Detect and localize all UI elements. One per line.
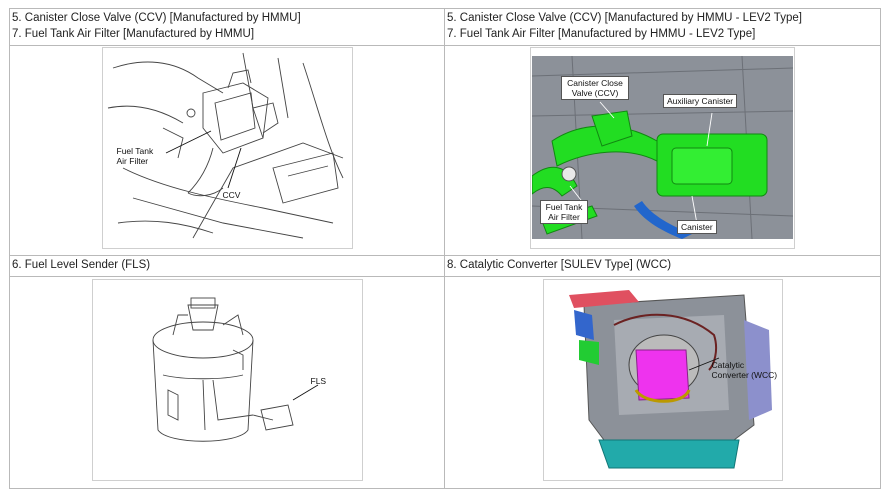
header-bottom-left: 6. Fuel Level Sender (FLS) — [9, 255, 445, 277]
header-top-left: 5. Canister Close Valve (CCV) [Manufactu… — [9, 8, 445, 46]
canister-label: Canister — [677, 220, 717, 234]
canister-photo: Canister Close Valve (CCV) Auxiliary Can… — [530, 47, 795, 249]
catalytic-converter-photo: Catalytic Converter (WCC) — [542, 279, 783, 481]
air-filter-lev2-title: 7. Fuel Tank Air Filter [Manufactured by… — [447, 28, 756, 40]
air-filter-label: Fuel Tank Air Filter — [116, 146, 154, 166]
ccv-line-drawing — [107, 52, 343, 239]
image-cell-bottom-left: FLS — [9, 276, 445, 489]
engine-illustration — [568, 290, 772, 469]
ccv-hmmu-title: 5. Canister Close Valve (CCV) [Manufactu… — [12, 12, 301, 24]
header-bottom-right: 8. Catalytic Converter [SULEV Type] (WCC… — [444, 255, 881, 277]
ccv-photo-label: Canister Close Valve (CCV) — [561, 76, 629, 100]
wcc-title: 8. Catalytic Converter [SULEV Type] (WCC… — [447, 259, 672, 271]
auxiliary-canister-label: Auxiliary Canister — [663, 94, 738, 108]
wcc-label: Catalytic Converter (WCC) — [711, 360, 778, 380]
component-table: 5. Canister Close Valve (CCV) [Manufactu… — [9, 8, 881, 489]
fls-label: FLS — [310, 376, 327, 386]
ccv-air-filter-diagram: Fuel Tank Air Filter CCV — [101, 47, 353, 249]
fls-title: 6. Fuel Level Sender (FLS) — [12, 259, 151, 271]
image-cell-top-right: Canister Close Valve (CCV) Auxiliary Can… — [444, 45, 881, 256]
ccv-label: CCV — [222, 190, 241, 200]
air-filter-hmmu-title: 7. Fuel Tank Air Filter [Manufactured by… — [12, 28, 255, 40]
header-top-right: 5. Canister Close Valve (CCV) [Manufactu… — [444, 8, 881, 46]
fls-diagram: FLS — [91, 279, 363, 481]
image-cell-top-left: Fuel Tank Air Filter CCV — [9, 45, 445, 256]
fuel-tank-air-filter-label: Fuel Tank Air Filter — [540, 200, 588, 224]
ccv-lev2-title: 5. Canister Close Valve (CCV) [Manufactu… — [447, 12, 802, 24]
fls-line-drawing — [152, 297, 318, 442]
image-cell-bottom-right: Catalytic Converter (WCC) — [444, 276, 881, 489]
